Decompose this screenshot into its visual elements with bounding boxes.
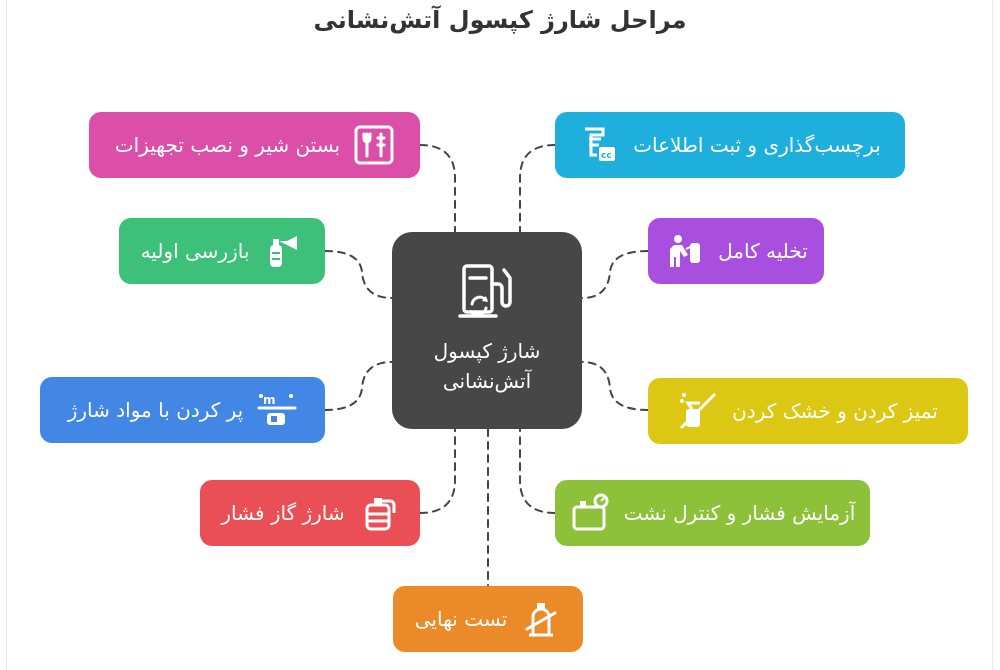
node-inspection: بازرسی اولیه xyxy=(119,218,325,284)
connector-pressure xyxy=(519,428,556,514)
svg-text:cc: cc xyxy=(601,151,612,161)
left-edge-line xyxy=(6,0,7,670)
connector-empty xyxy=(581,250,649,299)
node-final-label: تست نهایی xyxy=(414,607,508,631)
discharge-icon xyxy=(670,235,701,267)
fuel-pump-refresh-icon xyxy=(458,264,512,318)
connector-equipment xyxy=(419,144,456,233)
node-gas-label: شارژ گاز فشار xyxy=(221,501,345,525)
hub-label-line2: آتش‌نشانی xyxy=(442,369,532,393)
node-gas: شارژ گاز فشار xyxy=(200,480,420,546)
hub-label-line1: شارژ کپسول xyxy=(433,339,541,363)
node-empty-label: تخلیه کامل xyxy=(718,239,808,263)
hub-label: شارژ کپسول آتش‌نشانی xyxy=(402,336,572,396)
gas-cylinder-icon xyxy=(365,498,396,531)
connector-clean xyxy=(581,361,649,411)
diagram-title: مراحل شارژ کپسول آتش‌نشانی xyxy=(313,6,687,34)
connector-inspection xyxy=(324,250,393,299)
final-test-icon xyxy=(525,603,557,637)
node-filling-label: پر کردن با مواد شارژ xyxy=(67,398,244,422)
connector-filling xyxy=(324,361,393,411)
fire-extinguisher-icon xyxy=(270,236,298,267)
node-equipment: بستن شیر و نصب تجهیزات xyxy=(89,112,420,178)
center-hub: شارژ کپسول آتش‌نشانی xyxy=(392,232,582,429)
node-empty: تخلیه کامل xyxy=(648,218,824,284)
node-clean-label: تمیز کردن و خشک کردن xyxy=(732,399,938,423)
node-filling: پر کردن با مواد شارژ m xyxy=(40,377,325,443)
node-pressure: آزمایش فشار و کنترل نشت xyxy=(555,480,870,546)
node-labeling: cc برچسب‌گذاری و ثبت اطلاعات xyxy=(555,112,905,178)
connector-labeling xyxy=(519,144,556,233)
tools-icon xyxy=(354,125,394,165)
node-labeling-label: برچسب‌گذاری و ثبت اطلاعات xyxy=(633,133,881,157)
pressure-test-icon xyxy=(572,493,609,531)
right-edge-line xyxy=(992,0,993,670)
label-register-icon: cc xyxy=(585,127,616,161)
node-clean: تمیز کردن و خشک کردن xyxy=(648,378,968,444)
clean-dry-icon xyxy=(680,393,716,429)
node-inspection-label: بازرسی اولیه xyxy=(140,239,250,263)
node-pressure-label: آزمایش فشار و کنترل نشت xyxy=(623,501,856,525)
connector-gas xyxy=(419,428,456,514)
powder-fill-icon: m xyxy=(257,393,297,425)
svg-text:m: m xyxy=(263,393,276,407)
node-final: تست نهایی xyxy=(393,586,583,652)
node-equipment-label: بستن شیر و نصب تجهیزات xyxy=(114,133,341,157)
